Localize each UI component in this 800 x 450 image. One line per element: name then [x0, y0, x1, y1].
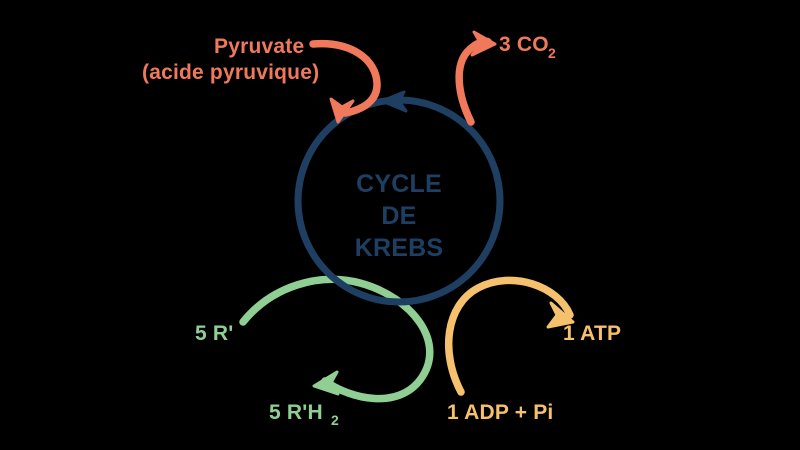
- arrow-pyruvate-head: [329, 97, 355, 124]
- arrow-cycle-to-co2: [455, 30, 497, 126]
- cycle-circle-ring: [294, 96, 504, 306]
- label-pyruvate-line1: Pyruvate: [214, 35, 304, 58]
- arrow-r-to-rh2-head: [312, 370, 340, 396]
- label-r-reduced-main: 5 R'H: [269, 401, 323, 424]
- arrow-r-to-rh2-path: [239, 275, 434, 403]
- label-adp-pi: 1 ADP + Pi: [447, 401, 553, 424]
- label-pyruvate-line2: (acide pyruvique): [142, 61, 319, 84]
- label-co2-subscript: 2: [548, 45, 556, 61]
- cycle-circle: [294, 90, 504, 306]
- cycle-center-line1: CYCLE: [356, 170, 442, 198]
- label-atp: 1 ATP: [563, 322, 621, 345]
- label-r-reduced-subscript: 2: [331, 412, 339, 428]
- arrow-pyruvate-path: [309, 39, 381, 117]
- label-co2: 3 CO 2: [499, 33, 556, 61]
- arrow-adp-to-atp-head: [546, 301, 575, 329]
- label-co2-main: 3 CO: [499, 33, 549, 56]
- arrow-pyruvate-into-cycle: [309, 39, 381, 124]
- cycle-direction-arrowhead: [380, 90, 408, 113]
- label-r-oxidized: 5 R': [195, 322, 233, 345]
- cycle-center-text: CYCLE DE KREBS: [355, 170, 444, 262]
- cycle-center-line3: KREBS: [355, 234, 444, 262]
- arrow-adp-to-atp: [444, 276, 575, 396]
- label-r-reduced: 5 R'H 2: [269, 401, 339, 428]
- arrow-r-to-rh2: [239, 275, 434, 403]
- arrow-adp-to-atp-path: [444, 276, 574, 396]
- arrow-co2-head: [470, 30, 497, 57]
- cycle-center-line2: DE: [381, 202, 416, 230]
